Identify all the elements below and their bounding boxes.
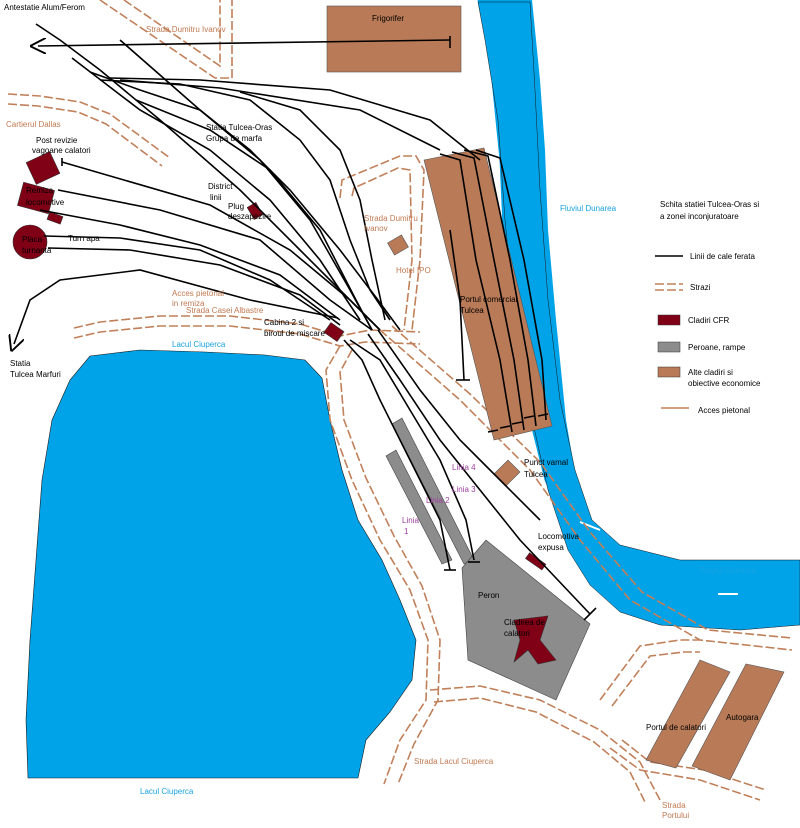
label-portul-calatori: Portul de calatori <box>646 723 706 732</box>
label-placa-1: Placa <box>22 235 43 244</box>
autogara-building <box>691 663 785 781</box>
label-strada-dumitru-ivanov-mid-2: Ivanov <box>364 224 388 233</box>
label-acces-pietonal-remiza-2: in remiza <box>172 299 205 308</box>
label-autogara: Autogara <box>726 713 759 722</box>
label-locomotiva-1: Locomotiva <box>538 532 579 541</box>
label-cladirea-2: calatori <box>504 629 530 638</box>
label-cabina-2: biroul de miscare <box>264 329 325 338</box>
label-strada-dumitru-ivanov-top: Strada Dumitru Ivanov <box>146 25 226 34</box>
label-cabina-1: Cabina 2 si <box>264 318 304 327</box>
label-placa-2: turnanta <box>22 246 52 255</box>
label-strada-portului-2: Portului <box>662 811 689 820</box>
label-punct-vamal-2: Tulcea <box>524 470 548 479</box>
label-portul-comercial-2: Tulcea <box>460 306 484 315</box>
label-acces-pietonal-remiza-1: Acces pietonal <box>172 289 224 298</box>
cladirea-calatori <box>513 615 557 665</box>
label-linia-1-b: 1 <box>404 527 409 536</box>
hotel-ipo-building <box>387 234 409 256</box>
label-linia-3: Linia 3 <box>452 485 476 494</box>
legend-title-1: Schita statiei Tulcea-Oras si <box>660 200 759 209</box>
label-remiza-1: Remiza <box>26 186 54 195</box>
small-cfr-building <box>46 211 64 225</box>
label-district-1: District <box>208 182 233 191</box>
locomotiva-building <box>525 552 547 571</box>
legend-street-label: Strazi <box>690 283 711 292</box>
label-portul-comercial-1: Portul comercial <box>460 295 518 304</box>
legend-pedestrian-label: Acces pietonal <box>698 406 750 415</box>
placa-turnanta <box>12 224 48 260</box>
portul-comercial-building <box>423 147 553 441</box>
label-strada-casei-albastre: Strada Casei Albastre <box>186 306 264 315</box>
remiza-building <box>17 181 55 215</box>
label-lacul-ciuperca-bottom: Lacul Ciuperca <box>140 787 194 796</box>
label-hotel-ipo: Hotel IPO <box>396 266 431 275</box>
label-cartierul-dallas: Cartierul Dallas <box>6 120 61 129</box>
platform-2 <box>385 449 453 565</box>
label-strada-portului-1: Strada <box>662 801 686 810</box>
cabina-building <box>323 322 345 342</box>
railway-lines <box>14 23 597 621</box>
label-fluviul-dunarea-2: Fluviul Dunarea <box>700 566 757 575</box>
label-statia-marfuri-1: Statia <box>10 359 31 368</box>
legend-platform-swatch <box>657 341 681 353</box>
danube-river-right <box>478 0 800 588</box>
other-buildings <box>326 5 785 781</box>
frigorifer-building <box>326 5 462 73</box>
legend-platform-label: Peroane, rampe <box>688 343 746 352</box>
legend-other-swatch <box>657 366 681 378</box>
label-linia-2: Linia 2 <box>426 496 450 505</box>
lake-ciuperca <box>25 349 417 779</box>
label-antestatie: Antestatie Alum/Ferom <box>4 3 85 12</box>
label-linia-4: Linia 4 <box>452 463 476 472</box>
label-strada-lacul-ciuperca: Strada Lacul Ciuperca <box>414 757 494 766</box>
label-post-revizie-2: vagoane calatori <box>32 146 91 155</box>
label-statia-grupa-1: Statia Tulcea-Oras <box>206 123 272 132</box>
label-strada-dumitru-ivanov-mid-1: Strada Dumitru <box>364 214 418 223</box>
punct-vamal-building <box>493 459 521 487</box>
legend-other-label-1: Alte cladiri si <box>688 368 733 377</box>
label-frigorifer: Frigorifer <box>372 14 404 23</box>
label-punct-vamal-1: Punct vamal <box>524 458 568 467</box>
post-revizie-building <box>25 151 61 185</box>
legend-other-label-2: obiective economice <box>688 379 761 388</box>
portul-calatori-building <box>645 659 731 769</box>
label-post-revizie-1: Post revizie <box>36 136 78 145</box>
label-linia-1-a: Linia <box>402 516 419 525</box>
label-plug-1: Plug <box>228 202 244 211</box>
label-locomotiva-2: expusa <box>538 543 564 552</box>
label-fluviul-dunarea-1: Fluviul Dunarea <box>560 204 617 213</box>
cfr-buildings <box>12 151 557 665</box>
label-turn-apa: Turn apa <box>68 234 100 243</box>
label-cladirea-1: Cladirea de <box>504 618 545 627</box>
legend-title-2: a zonei inconjuratoare <box>660 212 739 221</box>
label-lacul-ciuperca-top: Lacul Ciuperca <box>172 340 226 349</box>
legend: Schita statiei Tulcea-Oras si a zonei in… <box>655 200 761 415</box>
legend-cfr-swatch <box>657 314 681 326</box>
label-plug-2: deszapezire <box>228 212 272 221</box>
label-peron: Peron <box>478 591 499 600</box>
legend-cfr-label: Cladiri CFR <box>688 316 730 325</box>
streets <box>7 0 793 805</box>
label-statia-marfuri-2: Tulcea Marfuri <box>10 370 61 379</box>
label-statia-grupa-2: Grupa de marfa <box>206 134 263 143</box>
map-labels: Antestatie Alum/Ferom Strada Dumitru Iva… <box>4 3 759 820</box>
label-district-2: linii <box>210 193 222 202</box>
label-remiza-2: locomotive <box>26 198 65 207</box>
legend-railway-label: Linii de cale ferata <box>690 252 755 261</box>
